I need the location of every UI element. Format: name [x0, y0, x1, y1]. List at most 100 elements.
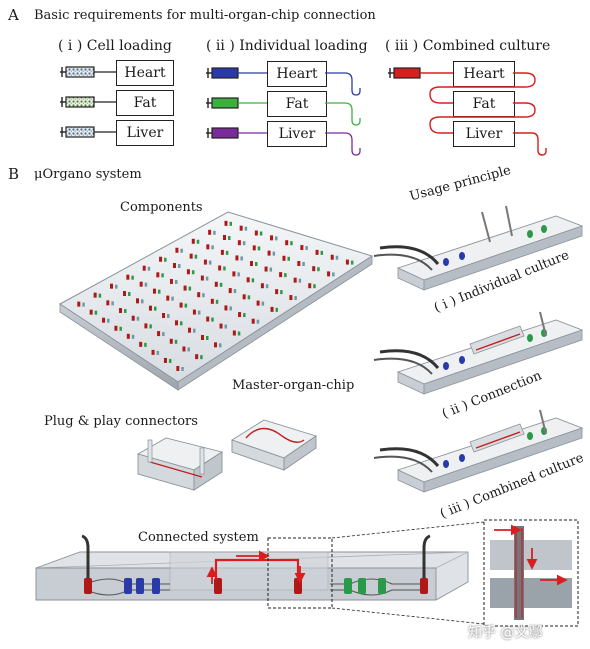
chip-well-red — [300, 245, 304, 251]
col-cell-loading-label: ( ⅰ ) Cell loading — [58, 38, 172, 54]
chip-well-red — [93, 292, 97, 298]
usage-chip-part — [373, 357, 433, 375]
chip-well-red — [123, 291, 126, 296]
chip-well-red — [162, 313, 165, 318]
chip-well-organ — [233, 289, 237, 294]
chip-well-red — [232, 330, 236, 336]
chip-well-red — [208, 229, 212, 235]
chip-well-organ — [259, 231, 263, 236]
chip-well-red — [173, 263, 176, 268]
chip-well-organ — [174, 279, 178, 284]
chip-well-organ — [211, 245, 214, 250]
chip-well-organ — [107, 318, 110, 323]
chip-well-organ — [317, 267, 320, 272]
chip-well-red — [151, 349, 155, 355]
usage-chip-1 — [373, 205, 584, 291]
chip-well-organ — [255, 262, 258, 266]
chip-well-red — [256, 300, 260, 306]
chip-well-organ — [332, 272, 335, 277]
chip-well-red — [252, 245, 256, 251]
chip-well-organ — [287, 256, 290, 261]
chip-well-organ — [313, 284, 316, 289]
chip-well-red — [223, 235, 226, 240]
chip-well-organ — [200, 355, 203, 360]
chip-well-organ — [94, 310, 98, 315]
chip-well-organ — [180, 248, 183, 253]
chip-well-organ — [178, 264, 181, 268]
watermark: 知乎 @文鄢 — [468, 625, 543, 641]
usage-chip-part — [397, 371, 425, 395]
chip-well-organ — [237, 272, 240, 277]
chip-well-organ — [211, 317, 214, 322]
zoom-region-box — [267, 537, 333, 609]
usage-chip-part — [373, 253, 433, 271]
chip-well-organ — [119, 326, 122, 331]
usage-chip-2 — [373, 311, 584, 395]
chip-well-organ — [202, 293, 205, 298]
chip-well-organ — [191, 270, 195, 275]
chip-well-organ — [225, 250, 229, 255]
plug-connector-curved — [230, 419, 318, 471]
usage-chip-part — [481, 211, 491, 243]
chip-well-organ — [162, 332, 165, 337]
chip-well-red — [179, 302, 183, 308]
step-combined-culture-label: ( ⅲ ) Combined culture — [438, 450, 586, 522]
chip-well-organ — [115, 284, 118, 289]
chip-well-organ — [256, 319, 260, 324]
chip-well-red — [267, 250, 271, 256]
chip-well-organ — [157, 289, 161, 294]
chip-well-red — [169, 338, 173, 344]
chip-well-red — [214, 342, 217, 348]
chip-well-red — [200, 275, 204, 281]
usage-chip-part — [539, 311, 547, 337]
chip-well-red — [238, 312, 242, 318]
panel-a-title: Basic requirements for multi-organ-chip … — [34, 8, 376, 23]
chip-well-red — [254, 230, 258, 236]
usage-chip-part — [379, 349, 440, 369]
chip-well-organ — [184, 303, 188, 308]
chip-well-organ — [188, 286, 192, 291]
chip-well-red — [139, 281, 143, 287]
usage-chip-part — [475, 431, 521, 449]
usage-chip-3 — [373, 409, 584, 493]
chip-well-organ — [219, 282, 223, 287]
chip-well-organ — [215, 299, 219, 304]
chip-well-organ — [167, 314, 170, 318]
chip-well-red — [131, 315, 135, 321]
chip-well-organ — [147, 266, 151, 271]
chip-well-red — [293, 277, 297, 283]
chip-well-red — [279, 272, 283, 278]
chip-well-red — [239, 225, 243, 231]
chip-well-red — [126, 333, 130, 339]
chip-well-organ — [257, 246, 261, 251]
chip-well-organ — [275, 307, 279, 312]
chip-well-red — [149, 305, 152, 311]
chip-well-red — [345, 259, 349, 265]
panel-a-letter: A — [8, 6, 19, 24]
chip-well-red — [189, 253, 193, 259]
chip-well-red — [175, 320, 178, 326]
usage-chip-part — [459, 454, 465, 462]
chip-well-red — [176, 365, 180, 371]
chip-well-red — [232, 271, 236, 277]
chip-well-organ — [213, 230, 216, 235]
chip-well-organ — [168, 358, 172, 363]
step-connection-label: ( ⅱ ) Connection — [440, 368, 544, 422]
col-combined-culture-label: ( ⅲ ) Combined culture — [385, 38, 551, 54]
chip-well-organ — [244, 226, 248, 231]
chip-well-red — [285, 240, 289, 246]
chip-well-red — [195, 354, 199, 360]
syringe-liver-cells — [60, 126, 116, 138]
connected-system-label: Connected system — [138, 530, 259, 545]
chip-well-red — [119, 308, 123, 314]
chip-well-red — [192, 309, 196, 315]
chip-well-red — [214, 281, 218, 287]
chip-well-red — [228, 288, 232, 294]
chip-well-organ — [131, 334, 135, 339]
syringe-heart-cells — [60, 66, 116, 78]
chip-well-organ — [111, 301, 114, 306]
chip-well-organ — [128, 292, 131, 296]
chip-well-red — [220, 249, 224, 255]
usage-chip-part — [379, 245, 440, 265]
usage-chip-part — [541, 329, 547, 337]
